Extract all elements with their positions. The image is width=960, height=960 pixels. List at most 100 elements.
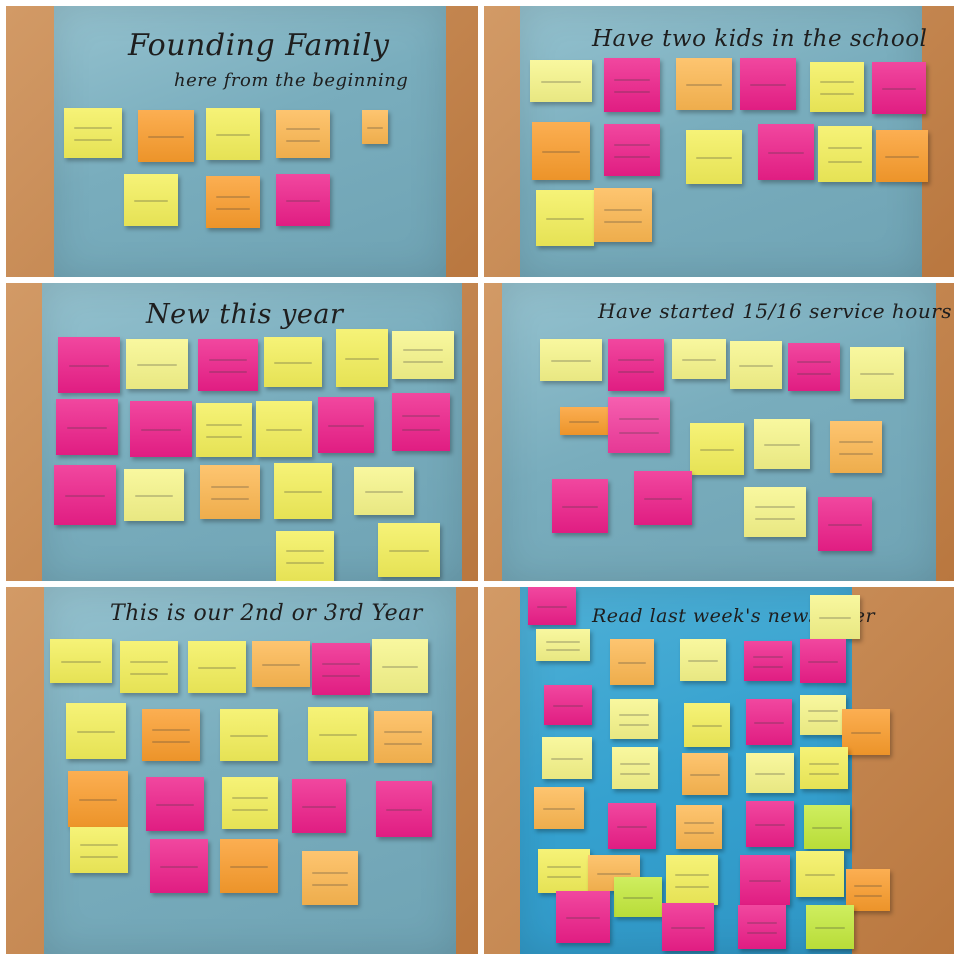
handwriting-mark xyxy=(547,876,581,878)
handwriting-mark xyxy=(754,824,786,826)
handwriting-mark xyxy=(755,506,795,508)
sticky-note xyxy=(376,781,432,837)
sticky-note xyxy=(222,777,278,829)
handwriting-mark xyxy=(76,731,116,733)
handwriting-mark xyxy=(230,866,268,868)
handwriting-mark xyxy=(312,884,348,886)
handwriting-mark xyxy=(618,714,650,716)
handwriting-mark xyxy=(808,720,838,722)
sticky-note xyxy=(58,337,120,393)
handwriting-mark xyxy=(403,361,443,363)
sticky-note xyxy=(392,331,454,379)
handwriting-mark xyxy=(61,661,101,663)
handwriting-mark xyxy=(819,93,855,95)
sticky-note xyxy=(274,463,332,519)
handwriting-mark xyxy=(547,866,581,868)
panel-title: New this year xyxy=(146,299,344,330)
handwriting-mark xyxy=(198,667,236,669)
sticky-note xyxy=(682,753,728,795)
sticky-note xyxy=(740,855,790,905)
sticky-note xyxy=(124,469,184,521)
sticky-note xyxy=(556,891,610,943)
handwriting-mark xyxy=(750,84,786,86)
sticky-note xyxy=(374,711,432,763)
sticky-note xyxy=(312,643,370,695)
sticky-note xyxy=(292,779,346,833)
sticky-note xyxy=(536,629,590,661)
handwriting-mark xyxy=(684,832,714,834)
sticky-note xyxy=(528,587,576,625)
sticky-note xyxy=(318,397,374,453)
sticky-note xyxy=(336,329,388,387)
handwriting-mark xyxy=(133,200,169,202)
handwriting-mark xyxy=(804,874,836,876)
sticky-note xyxy=(594,188,652,242)
handwriting-mark xyxy=(699,449,735,451)
sticky-note xyxy=(614,877,662,917)
sticky-note xyxy=(276,110,330,158)
sticky-note xyxy=(64,108,122,158)
handwriting-mark xyxy=(328,425,364,427)
handwriting-mark xyxy=(827,161,863,163)
sticky-note xyxy=(146,777,204,831)
panel-newsletter: Read last week's newsletter xyxy=(484,587,954,954)
handwriting-mark xyxy=(152,729,190,731)
handwriting-mark xyxy=(284,491,322,493)
sticky-note xyxy=(70,827,128,873)
handwriting-mark xyxy=(286,562,324,564)
sticky-note xyxy=(206,108,260,160)
handwriting-mark xyxy=(402,415,440,417)
handwriting-mark xyxy=(614,91,650,93)
panel-founding-family: Founding Family here from the beginning xyxy=(6,6,478,277)
handwriting-mark xyxy=(692,725,722,727)
sticky-note xyxy=(536,190,594,246)
handwriting-mark xyxy=(850,732,882,734)
handwriting-mark xyxy=(74,127,112,129)
sticky-note xyxy=(744,487,806,537)
sticky-note xyxy=(56,399,118,455)
sticky-note xyxy=(220,709,278,761)
handwriting-mark xyxy=(644,498,682,500)
panel-title: Have started 15/16 service hours xyxy=(598,299,953,323)
sticky-note xyxy=(788,343,840,391)
sticky-note xyxy=(842,709,890,755)
panel-two-kids: Have two kids in the school xyxy=(484,6,954,277)
handwriting-mark xyxy=(215,196,251,198)
handwriting-mark xyxy=(285,128,321,130)
sticky-note xyxy=(544,685,592,725)
handwriting-mark xyxy=(69,365,109,367)
sticky-note xyxy=(608,397,670,453)
handwriting-mark xyxy=(853,895,883,897)
handwriting-mark xyxy=(206,424,242,426)
sticky-note xyxy=(378,523,440,577)
handwriting-mark xyxy=(688,660,718,662)
sticky-note xyxy=(850,347,904,399)
sticky-note xyxy=(206,176,260,228)
handwriting-mark xyxy=(797,361,831,363)
sticky-note xyxy=(252,641,310,687)
handwriting-mark xyxy=(853,885,883,887)
sticky-note xyxy=(150,839,208,893)
handwriting-mark xyxy=(130,673,168,675)
handwriting-mark xyxy=(545,649,581,651)
handwriting-mark xyxy=(312,872,348,874)
handwriting-mark xyxy=(690,774,720,776)
handwriting-mark xyxy=(542,151,580,153)
sticky-note xyxy=(690,423,744,475)
handwriting-mark xyxy=(206,436,242,438)
sticky-note xyxy=(608,339,664,391)
handwriting-mark xyxy=(301,806,337,808)
sticky-note xyxy=(560,407,608,435)
sticky-note xyxy=(142,709,200,761)
handwriting-mark xyxy=(285,140,321,142)
handwriting-mark xyxy=(839,453,873,455)
sticky-note xyxy=(552,479,608,533)
sticky-note xyxy=(746,753,794,793)
handwriting-mark xyxy=(696,157,732,159)
sticky-note xyxy=(126,339,188,389)
handwriting-mark xyxy=(141,429,181,431)
sticky-note xyxy=(684,703,730,747)
handwriting-mark xyxy=(614,156,650,158)
handwriting-mark xyxy=(739,365,773,367)
handwriting-mark xyxy=(322,675,360,677)
